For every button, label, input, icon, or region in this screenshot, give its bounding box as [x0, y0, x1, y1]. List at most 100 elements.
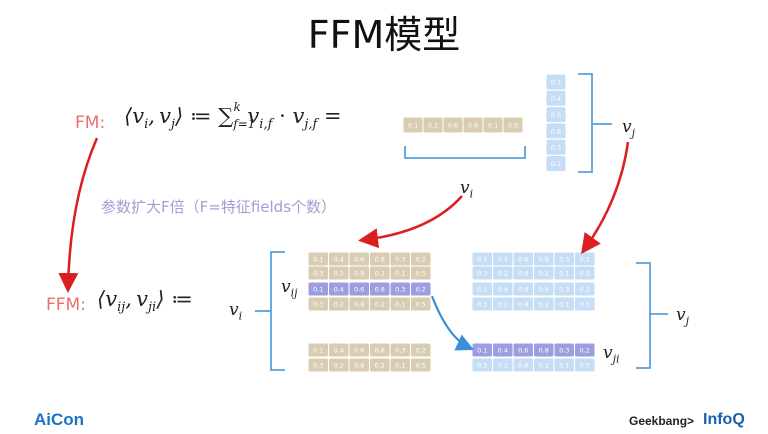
- vj-matrix-cell: [574, 357, 596, 373]
- vi-matrix-value: 0.3: [395, 347, 405, 355]
- vj-matrix-value: 0.2: [539, 270, 549, 278]
- vj-matrix-value: 0.8: [518, 362, 528, 370]
- vi-matrix-value: 0.2: [375, 301, 385, 309]
- vj-matrix-value: 0.2: [580, 256, 590, 264]
- vi-matrix-value: 0.1: [313, 347, 323, 355]
- vi-matrix-value: 0.2: [334, 301, 344, 309]
- vj-matrix-value: 0.5: [580, 270, 590, 278]
- vj-matrix-value: 0.1: [559, 362, 569, 370]
- vji-row-value: 0.6: [518, 347, 528, 355]
- vj-brace-bottom: [636, 262, 651, 369]
- vi-matrix-value: 0.8: [354, 270, 364, 278]
- vj-matrix-value: 0.5: [580, 362, 590, 370]
- vi-matrix-value: 0.8: [354, 301, 364, 309]
- page-title: FFM模型: [307, 13, 461, 57]
- vj-brace-top: [578, 73, 593, 173]
- vj-matrix-value: 0.6: [518, 286, 528, 294]
- vi-matrix-value: 0.1: [313, 256, 323, 264]
- vi-matrix-value: 0.5: [416, 270, 426, 278]
- vj-matrix-value: 0.2: [580, 286, 590, 294]
- fm-label: FM:: [75, 113, 106, 133]
- vi-matrix-cell: [410, 357, 432, 373]
- vj-top-value: 0.6: [551, 111, 561, 119]
- vi-top-cell: [502, 116, 524, 134]
- vi-label-top: vi: [460, 178, 474, 201]
- vij-row-value: 0.8: [375, 286, 385, 294]
- vij-row-value: 0.2: [416, 286, 426, 294]
- vi-brace-bottom: [270, 251, 285, 371]
- vj-matrix-value: 0.1: [477, 286, 487, 294]
- aicon-logo: AiCon: [34, 410, 85, 429]
- vij-label: vij: [281, 277, 298, 300]
- vi-matrix-value: 0.1: [395, 270, 405, 278]
- vi-matrix-value: 0.3: [395, 256, 405, 264]
- vji-row-value: 0.1: [477, 347, 487, 355]
- vj-top-value: 0.8: [551, 127, 561, 135]
- param-note: 参数扩大F倍（F=特征fields个数）: [101, 198, 337, 216]
- vi-matrix-value: 0.2: [416, 347, 426, 355]
- vi-matrix-value: 0.1: [395, 362, 405, 370]
- vj-label-top: vj: [622, 117, 636, 140]
- vj-matrix-cell: [574, 296, 596, 312]
- vj-top-cell: [545, 155, 567, 172]
- vi-matrix-value: 0.8: [375, 256, 385, 264]
- vi-to-matrix-arrow: [358, 195, 463, 249]
- fm-formula: ⟨vi, vj⟩ ≔ ∑f=1k vi,f · vj,f =: [124, 100, 342, 133]
- vij-row-cell: [410, 281, 432, 297]
- vij-row-value: 0.6: [354, 286, 364, 294]
- vi-matrix-value: 0.5: [416, 362, 426, 370]
- vj-matrix-value: 0.1: [477, 256, 487, 264]
- vj-top-value: 0.1: [551, 79, 561, 87]
- vij-row-value: 0.1: [313, 286, 323, 294]
- vi-top-value: 0.1: [488, 122, 498, 130]
- vj-matrix-value: 0.3: [559, 256, 569, 264]
- vj-matrix-value: 0.5: [580, 301, 590, 309]
- vj-to-matrix-arrow: [581, 141, 630, 255]
- vj-matrix-value: 0.3: [477, 362, 487, 370]
- vj-matrix-value: 0.2: [539, 362, 549, 370]
- vj-label-bottom: vj: [676, 305, 690, 328]
- vi-matrix-value: 0.8: [354, 362, 364, 370]
- vi-matrix-value: 0.2: [375, 270, 385, 278]
- vi-matrix-value: 0.2: [334, 270, 344, 278]
- vij-row-value: 0.3: [395, 286, 405, 294]
- vi-matrix-value: 0.3: [313, 301, 323, 309]
- vji-row-value: 0.2: [580, 347, 590, 355]
- vj-matrix-cell: [574, 281, 596, 297]
- vi-matrix-cell: [410, 342, 432, 358]
- vj-column-top: 0.10.40.60.80.30.2: [545, 73, 567, 172]
- vi-matrix-value: 0.8: [375, 347, 385, 355]
- vi-matrix-value: 0.4: [334, 347, 344, 355]
- vi-brace-top: [404, 146, 526, 159]
- vi-top-value: 0.8: [468, 122, 478, 130]
- vj-matrix-value: 0.3: [477, 301, 487, 309]
- vij-to-vji-arrow: [430, 295, 475, 351]
- vi-matrix-value: 0.2: [334, 362, 344, 370]
- vj-matrix-value: 0.8: [518, 301, 528, 309]
- vji-row-cell: [574, 342, 596, 358]
- vj-matrix-value: 0.8: [518, 270, 528, 278]
- vji-label: vji: [603, 343, 620, 366]
- vi-matrix-value: 0.3: [313, 270, 323, 278]
- vi-label-bottom: vi: [229, 300, 243, 323]
- vji-row-value: 0.3: [559, 347, 569, 355]
- vj-matrix-value: 0.8: [539, 286, 549, 294]
- vj-matrix-value: 0.3: [559, 286, 569, 294]
- vi-top-value: 0.6: [448, 122, 458, 130]
- vj-matrix-value: 0.4: [498, 286, 508, 294]
- vj-matrix-value: 0.2: [498, 362, 508, 370]
- vi-top-value: 0.5: [508, 122, 518, 130]
- vi-matrix-value: 0.2: [375, 362, 385, 370]
- vi-top-value: 0.2: [428, 122, 438, 130]
- vj-top-value: 0.2: [551, 160, 561, 168]
- vji-row-value: 0.8: [539, 347, 549, 355]
- vj-matrix-value: 0.2: [498, 301, 508, 309]
- vi-matrix-cell: [410, 296, 432, 312]
- ffm-formula: ⟨vij, vji⟩ ≔: [97, 287, 193, 316]
- vi-matrix-value: 0.2: [416, 256, 426, 264]
- infoq-logo: InfoQ: [703, 411, 745, 428]
- vj-matrix-value: 0.2: [539, 301, 549, 309]
